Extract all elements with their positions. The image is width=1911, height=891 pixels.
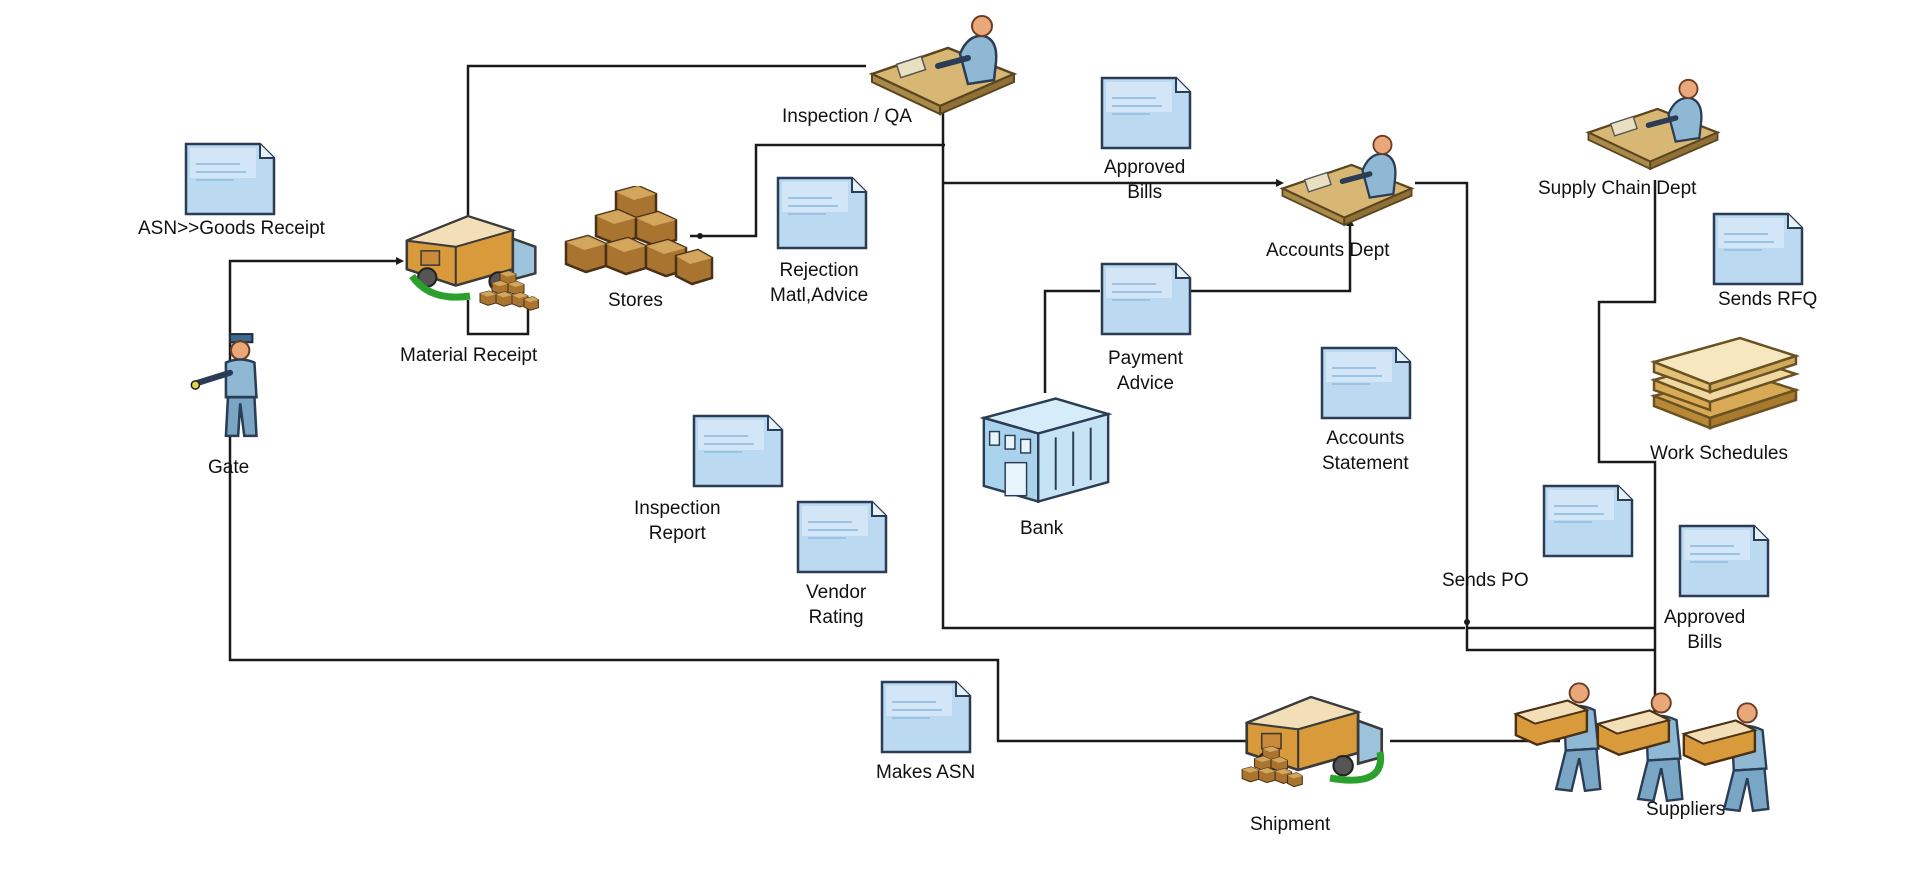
label-inspection-qa: Inspection / QA xyxy=(782,106,912,127)
label-accounts-statement: Accounts Statement xyxy=(1322,426,1409,476)
label-bank: Bank xyxy=(1020,518,1064,539)
label-accounts-statement-line2: Statement xyxy=(1322,453,1409,474)
label-approved-bills-right-line2: Bills xyxy=(1687,632,1723,653)
document-asn-goods-receipt xyxy=(184,142,276,216)
label-sends-po: Sends PO xyxy=(1442,570,1529,591)
label-vendor-rating-line1: Vendor xyxy=(806,582,867,603)
label-makes-asn: Makes ASN xyxy=(876,762,976,783)
label-rejection-advice: Rejection Matl,Advice xyxy=(770,258,868,308)
label-inspection-report-line1: Inspection xyxy=(634,498,721,519)
document-sends-rfq xyxy=(1712,212,1804,286)
document-payment-advice xyxy=(1100,262,1192,336)
label-suppliers: Suppliers xyxy=(1646,799,1726,820)
document-inspection-report xyxy=(692,414,784,488)
label-approved-bills-right-line1: Approved xyxy=(1664,607,1746,628)
gate-guard-icon xyxy=(191,334,256,436)
label-approved-bills-top: Approved Bills xyxy=(1104,155,1185,205)
label-inspection-report-line2: Report xyxy=(648,523,706,544)
label-approved-bills-top-line2: Bills xyxy=(1127,182,1163,203)
label-vendor-rating-line2: Rating xyxy=(808,607,864,628)
shipment-truck-icon xyxy=(1241,695,1385,788)
label-approved-bills-right: Approved Bills xyxy=(1664,605,1745,655)
material-receipt-truck-icon xyxy=(405,214,539,311)
document-vendor-rating xyxy=(796,500,888,574)
document-sends-po xyxy=(1542,484,1634,558)
label-rejection-line1: Rejection xyxy=(779,260,859,281)
work-schedules-papers-icon xyxy=(1652,336,1798,430)
connector-lines xyxy=(228,64,1657,743)
label-vendor-rating: Vendor Rating xyxy=(806,580,866,630)
label-gate: Gate xyxy=(208,457,250,478)
suppliers-group-icon xyxy=(1514,682,1770,813)
document-accounts-statement xyxy=(1320,346,1412,420)
label-asn-goods-receipt: ASN>>Goods Receipt xyxy=(138,218,325,239)
accounts-dept-worker-icon xyxy=(1282,136,1411,225)
label-supply-chain-dept: Supply Chain Dept xyxy=(1538,178,1697,199)
label-inspection-report: Inspection Report xyxy=(634,496,721,546)
label-accounts-dept: Accounts Dept xyxy=(1266,240,1390,261)
label-sends-rfq: Sends RFQ xyxy=(1718,289,1818,310)
document-makes-asn xyxy=(880,680,972,754)
label-material-receipt: Material Receipt xyxy=(400,345,538,366)
label-payment-advice-line1: Payment xyxy=(1108,348,1183,369)
supply-chain-dept-worker-icon xyxy=(1588,80,1717,169)
label-payment-advice: Payment Advice xyxy=(1108,346,1183,396)
document-approved-bills-top xyxy=(1100,76,1192,150)
inspection-qa-worker-icon xyxy=(872,16,1014,114)
document-rejection-advice xyxy=(776,176,868,250)
label-accounts-statement-line1: Accounts xyxy=(1326,428,1405,449)
document-approved-bills-right xyxy=(1678,524,1770,598)
label-work-schedules: Work Schedules xyxy=(1650,443,1788,464)
label-shipment: Shipment xyxy=(1250,814,1331,835)
label-stores: Stores xyxy=(608,290,663,311)
label-payment-advice-line2: Advice xyxy=(1116,373,1174,394)
label-approved-bills-top-line1: Approved xyxy=(1104,157,1186,178)
bank-building-icon xyxy=(982,397,1110,503)
label-rejection-line2: Matl,Advice xyxy=(770,285,869,306)
